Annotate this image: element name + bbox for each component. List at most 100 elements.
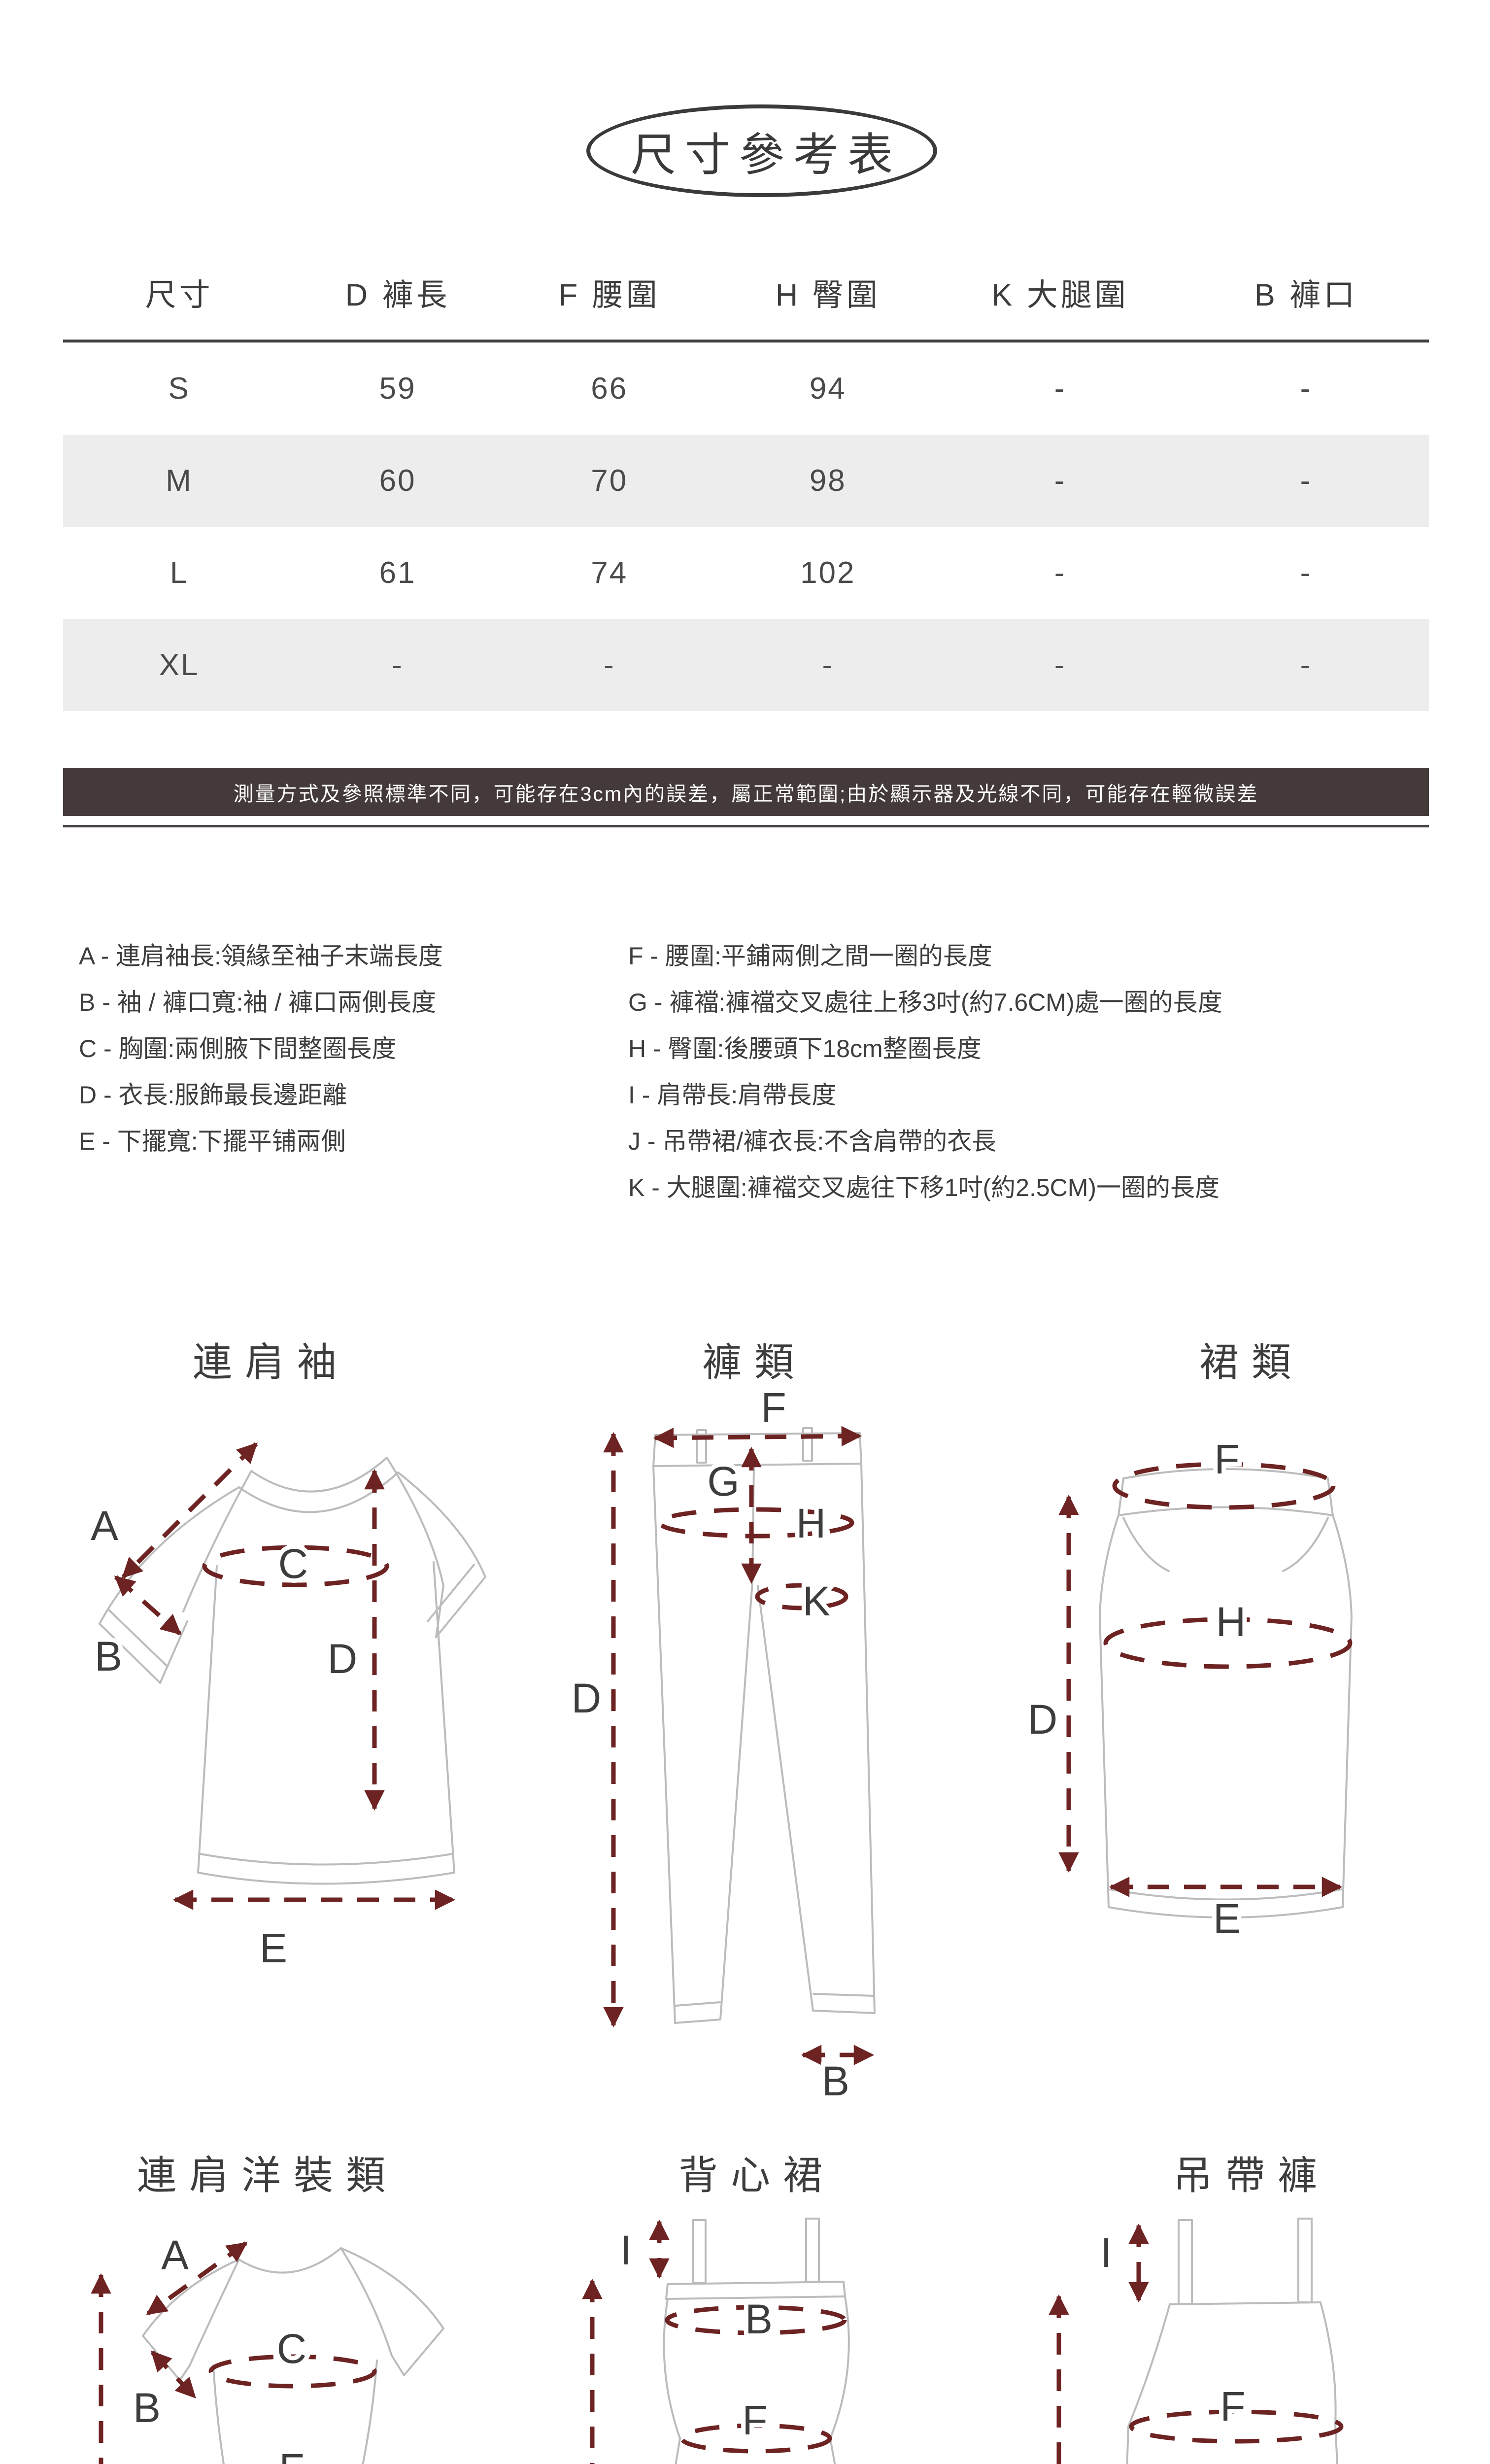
size-cell: L: [169, 556, 189, 590]
legend-item: J - 吊帶裙/褲衣長:不含肩帶的衣長: [628, 1128, 997, 1155]
overalls-diagram: I F H K J B: [1049, 2218, 1344, 2464]
legend-item: A - 連肩袖長:領緣至袖子末端長度: [79, 942, 443, 970]
measure-ellipse-f: [1112, 1462, 1336, 1510]
legend-item: C - 胸圍:兩側腋下間整圈長度: [79, 1035, 397, 1062]
measure-label-k: K: [803, 1578, 830, 1624]
disclaimer-bar: 測量方式及參照標準不同，可能存在3cm內的誤差，屬正常範圍;由於顯示器及光線不同…: [63, 768, 1429, 816]
size-cell: S: [168, 372, 190, 406]
tee-outline: [99, 1457, 486, 1885]
measure-line-b: [114, 1575, 182, 1636]
value-cell: 98: [809, 464, 847, 498]
measure-line-a: [121, 1442, 258, 1579]
raglan-dress-diagram: A B C F H D E: [91, 2227, 444, 2464]
measure-line-b: [150, 2350, 197, 2399]
diagram-title-overalls: 吊帶褲: [1173, 2154, 1330, 2197]
legend-item: G - 褲襠:褲襠交叉處往上移3吋(約7.6CM)處一圈的長度: [628, 989, 1222, 1016]
value-cell: 61: [379, 556, 416, 590]
overalls-measurements: I F H K J B: [1049, 2223, 1344, 2464]
measure-label-a: A: [161, 2232, 189, 2278]
measure-label-h: H: [796, 1500, 826, 1546]
col-header-size: 尺寸: [63, 256, 296, 342]
col-header-thigh: K 大腿圍: [937, 256, 1184, 342]
pocket-curve: [1122, 1517, 1170, 1572]
pocket-curve: [1282, 1517, 1329, 1572]
disclaimer-text: 測量方式及參照標準不同，可能存在3cm內的誤差，屬正常範圍;由於顯示器及光線不同…: [233, 783, 1259, 805]
diagram-title-raglan-top: 連肩袖: [193, 1340, 349, 1384]
value-cell: -: [1300, 372, 1312, 406]
strap: [1297, 2218, 1313, 2303]
value-cell: 94: [809, 372, 847, 406]
value-cell: -: [1300, 556, 1312, 590]
size-cell: M: [166, 464, 193, 498]
col-header-legopening: B 褲口: [1183, 256, 1429, 342]
measure-label-f: F: [742, 2397, 767, 2443]
measure-label-a: A: [91, 1503, 118, 1549]
table-header-row: 尺寸 D 褲長 F 腰圍 H 臀圍 K 大腿圍 B 褲口: [63, 256, 1429, 342]
value-cell: 60: [379, 464, 416, 498]
measure-label-i: I: [1100, 2229, 1112, 2276]
measure-ellipse-h: [657, 1507, 854, 1539]
value-cell: 66: [591, 372, 628, 406]
pants-measurements: F G H K D B: [567, 1380, 875, 2104]
table-row: XL - - - - -: [63, 619, 1429, 711]
measure-label-b: B: [822, 2058, 849, 2104]
measure-label-h: H: [1216, 1599, 1246, 1645]
table-row: S 59 66 94 - -: [63, 341, 1429, 435]
measure-label-i: I: [620, 2227, 631, 2273]
diagram-title-vest-dress: 背心裙: [678, 2154, 835, 2197]
size-table-grid: 尺寸 D 褲長 F 腰圍 H 臀圍 K 大腿圍 B 褲口 S 59 66 94 …: [63, 256, 1429, 711]
measure-label-f: F: [1214, 1436, 1239, 1482]
legend-item: D - 衣長:服飾最長邊距離: [79, 1081, 347, 1109]
measure-ellipse-c: [208, 2354, 377, 2389]
legend-item: E - 下擺寬:下擺平铺兩側: [79, 1128, 346, 1155]
measure-ellipse-h: [1103, 1617, 1353, 1669]
measurement-legend-right: F - 腰圍:平鋪兩側之間一圈的長度 G - 褲襠:褲襠交叉處往上移3吋(約7.…: [628, 933, 1222, 1211]
overalls-outline: [1126, 2218, 1339, 2464]
value-cell: 59: [379, 372, 416, 406]
col-header-length: D 褲長: [295, 256, 501, 342]
value-cell: 74: [591, 556, 628, 590]
col-header-hip: H 臀圍: [718, 256, 938, 342]
measure-ellipse-f: [679, 2423, 832, 2454]
measure-label-e: E: [1213, 1895, 1241, 1942]
skirt-measurements: F H D E: [1023, 1432, 1353, 1946]
strap: [692, 2219, 707, 2284]
measure-label-b: B: [745, 2296, 773, 2342]
page-title: 尺寸參考表: [630, 130, 902, 180]
value-cell: -: [392, 648, 404, 682]
vest-dress-diagram: I B F H J E: [582, 2218, 850, 2464]
measure-label-d: D: [572, 1675, 602, 1721]
value-cell: -: [822, 648, 834, 682]
table-row: L 61 74 102 - -: [63, 527, 1429, 619]
value-cell: -: [1054, 648, 1066, 682]
value-cell: -: [1300, 648, 1312, 682]
measure-label-e: E: [259, 1925, 288, 1971]
measurement-legend-left: A - 連肩袖長:領緣至袖子末端長度 B - 袖 / 褲口寬:袖 / 褲口兩側長…: [79, 933, 443, 1164]
measure-line-f: [653, 1426, 862, 1448]
measure-ellipse-k: [755, 1583, 848, 1610]
size-chart-title-badge: 尺寸參考表: [586, 104, 937, 197]
value-cell: -: [603, 648, 615, 682]
measure-label-f: F: [1220, 2383, 1245, 2430]
pants-diagram: F G H K D B: [567, 1380, 876, 2104]
size-table-header: 尺寸 D 褲長 F 腰圍 H 臀圍 K 大腿圍 B 褲口: [63, 256, 1429, 342]
col-header-waist: F 腰圍: [500, 256, 719, 342]
size-cell: XL: [159, 648, 200, 682]
value-cell: 70: [591, 464, 628, 498]
value-cell: -: [1054, 464, 1066, 498]
measure-label-f: F: [279, 2445, 304, 2464]
size-table: 尺寸 D 褲長 F 腰圍 H 臀圍 K 大腿圍 B 褲口 S 59 66 94 …: [63, 256, 1429, 711]
measure-label-g: G: [707, 1458, 739, 1505]
vest-dress-outline: [663, 2218, 850, 2464]
legend-item: I - 肩帶長:肩帶長度: [628, 1081, 837, 1109]
raglan-top-diagram: A B C D: [86, 1442, 486, 1910]
legend-item: B - 袖 / 褲口寬:袖 / 褲口兩側長度: [79, 989, 437, 1016]
measure-label-d: D: [328, 1636, 358, 1682]
measure-ellipse-f: [1129, 2409, 1344, 2444]
measure-label-c: C: [277, 2326, 307, 2372]
skirt-outline: [1099, 1468, 1353, 1918]
legend-item: H - 臀圍:後腰頭下18cm整圈長度: [628, 1035, 982, 1062]
value-cell: -: [1054, 372, 1066, 406]
legend-item: K - 大腿圍:褲襠交叉處往下移1吋(約2.5CM)一圈的長度: [628, 1174, 1220, 1201]
